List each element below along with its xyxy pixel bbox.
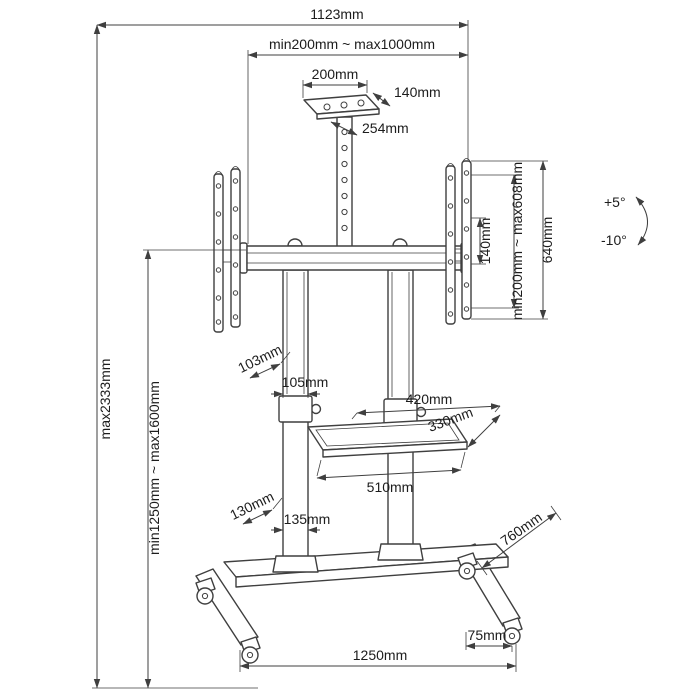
dim-base-depth-label: 760mm (497, 509, 544, 549)
dim-bracket-spacing-label: min200mm ~ max1000mm (269, 36, 435, 52)
dimension-crossbar-height: 140mm (471, 217, 493, 265)
dim-screen-height-range-label: min1250mm ~ max1600mm (146, 381, 162, 555)
dimension-column-width-upper: 105mm (271, 374, 328, 398)
dimension-screen-height-range: min1250mm ~ max1600mm (143, 249, 246, 689)
vesa-bracket-right (445, 158, 472, 325)
dim-vesa-height-range-label: min200mm ~ max608mm (509, 162, 525, 320)
crossbar (239, 242, 469, 274)
dim-shelf-outer-width-label: 510mm (367, 479, 414, 495)
dim-column-depth-upper-label: 103mm (235, 341, 284, 376)
dim-plate-width-label: 200mm (312, 66, 359, 82)
dim-tilt-up-label: +5° (604, 194, 626, 210)
caster-front-left (240, 636, 261, 664)
dimension-column-depth-upper: 103mm (235, 341, 291, 379)
dim-base-width-label: 1250mm (353, 647, 407, 663)
dimension-plate-depth: 140mm (372, 84, 441, 107)
dimension-column-depth-lower: 130mm (227, 488, 283, 525)
dimension-total-height: max2333mm (92, 24, 258, 689)
dimension-base-width: 1250mm (239, 644, 517, 672)
dim-caster-offset-label: 75mm (468, 627, 507, 643)
dimension-bracket-spacing: min200mm ~ max1000mm (247, 36, 469, 244)
column-cap-left (287, 238, 303, 247)
dim-plate-depth-label: 140mm (394, 84, 441, 100)
top-camera-plate (303, 94, 380, 120)
dim-column-depth-lower-label: 130mm (227, 488, 276, 523)
dimension-caster-offset: 75mm (465, 627, 513, 652)
dim-total-height-label: max2333mm (97, 359, 113, 440)
dim-crossbar-height-label: 140mm (477, 218, 493, 265)
shelf-collar-left (278, 395, 322, 423)
dim-plate-offset-label: 254mm (362, 120, 409, 136)
middle-shelf (307, 418, 468, 458)
dim-top-width-label: 1123mm (310, 6, 363, 22)
dim-bracket-height-label: 640mm (539, 217, 555, 264)
dim-shelf-inner-width-label: 420mm (406, 391, 453, 407)
dimension-plate-width: 200mm (302, 66, 368, 98)
center-pole (336, 116, 353, 248)
column-cap-right (392, 238, 408, 247)
dimension-top-width: 1123mm (96, 6, 469, 160)
dim-column-width-lower-label: 135mm (284, 511, 331, 527)
dimension-tilt-angles: +5° -10° (601, 194, 648, 248)
dimension-bracket-height: 640mm (471, 160, 555, 320)
dim-tilt-down-label: -10° (601, 232, 627, 248)
vesa-bracket-left (213, 166, 241, 333)
dimension-plate-offset: 254mm (330, 120, 409, 136)
dim-column-width-upper-label: 105mm (282, 374, 329, 390)
dimension-column-width-lower: 135mm (271, 511, 330, 536)
dimension-vesa-height-range: min200mm ~ max608mm (471, 162, 525, 320)
dimension-shelf-outer-width: 510mm (316, 451, 466, 495)
dimension-shelf-inner-width: 420mm (351, 391, 501, 420)
